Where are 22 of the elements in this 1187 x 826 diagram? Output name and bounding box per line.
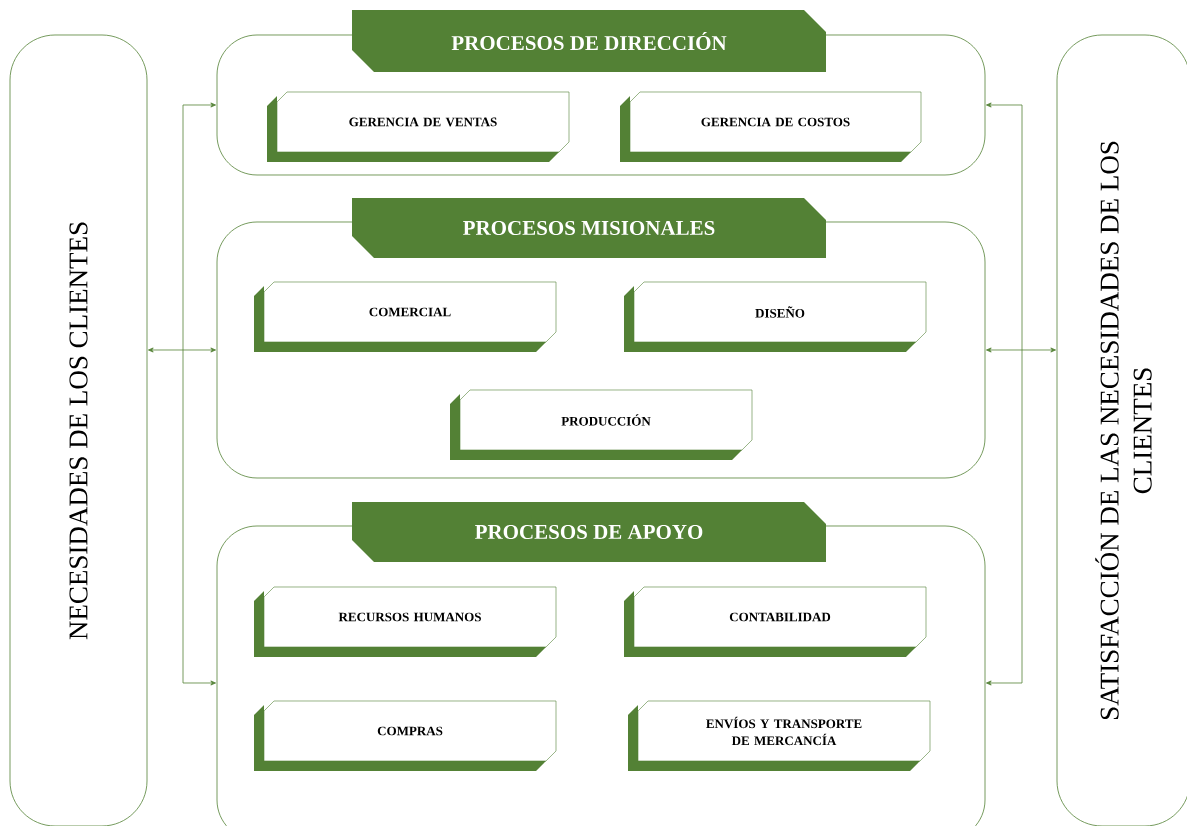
- process-box: GERENCIA DE COSTOS: [620, 91, 922, 162]
- arrow: [1021, 347, 1056, 353]
- header-banner: PROCESOS MISIONALES: [352, 198, 826, 258]
- process-box: COMPRAS: [254, 700, 557, 771]
- process-box: ENVÍOS Y TRANSPORTE DE MERCANCÍA: [628, 700, 931, 771]
- arrow: [986, 102, 1023, 351]
- process-box: GERENCIA DE VENTAS: [267, 91, 570, 162]
- process-box: RECURSOS HUMANOS: [254, 586, 557, 657]
- arrow: [986, 349, 1023, 686]
- arrow: [182, 102, 216, 351]
- arrow: [182, 349, 216, 686]
- process-box: DISEÑO: [624, 281, 927, 352]
- arrow: [148, 347, 184, 353]
- arrow: [182, 347, 216, 353]
- side-panel: SATISFACCIÓN DE LAS NECESIDADES DE LOS CLIENTES: [1056, 34, 1187, 826]
- process-box: PRODUCCIÓN: [450, 389, 753, 460]
- header-banner: PROCESOS DE DIRECCIÓN: [352, 10, 826, 72]
- header-banner: PROCESOS DE APOYO: [352, 502, 826, 562]
- process-box: CONTABILIDAD: [624, 586, 927, 657]
- arrow: [986, 347, 1023, 353]
- side-panel: NECESIDADES DE LOS CLIENTES: [9, 34, 148, 826]
- process-box: COMERCIAL: [254, 281, 557, 352]
